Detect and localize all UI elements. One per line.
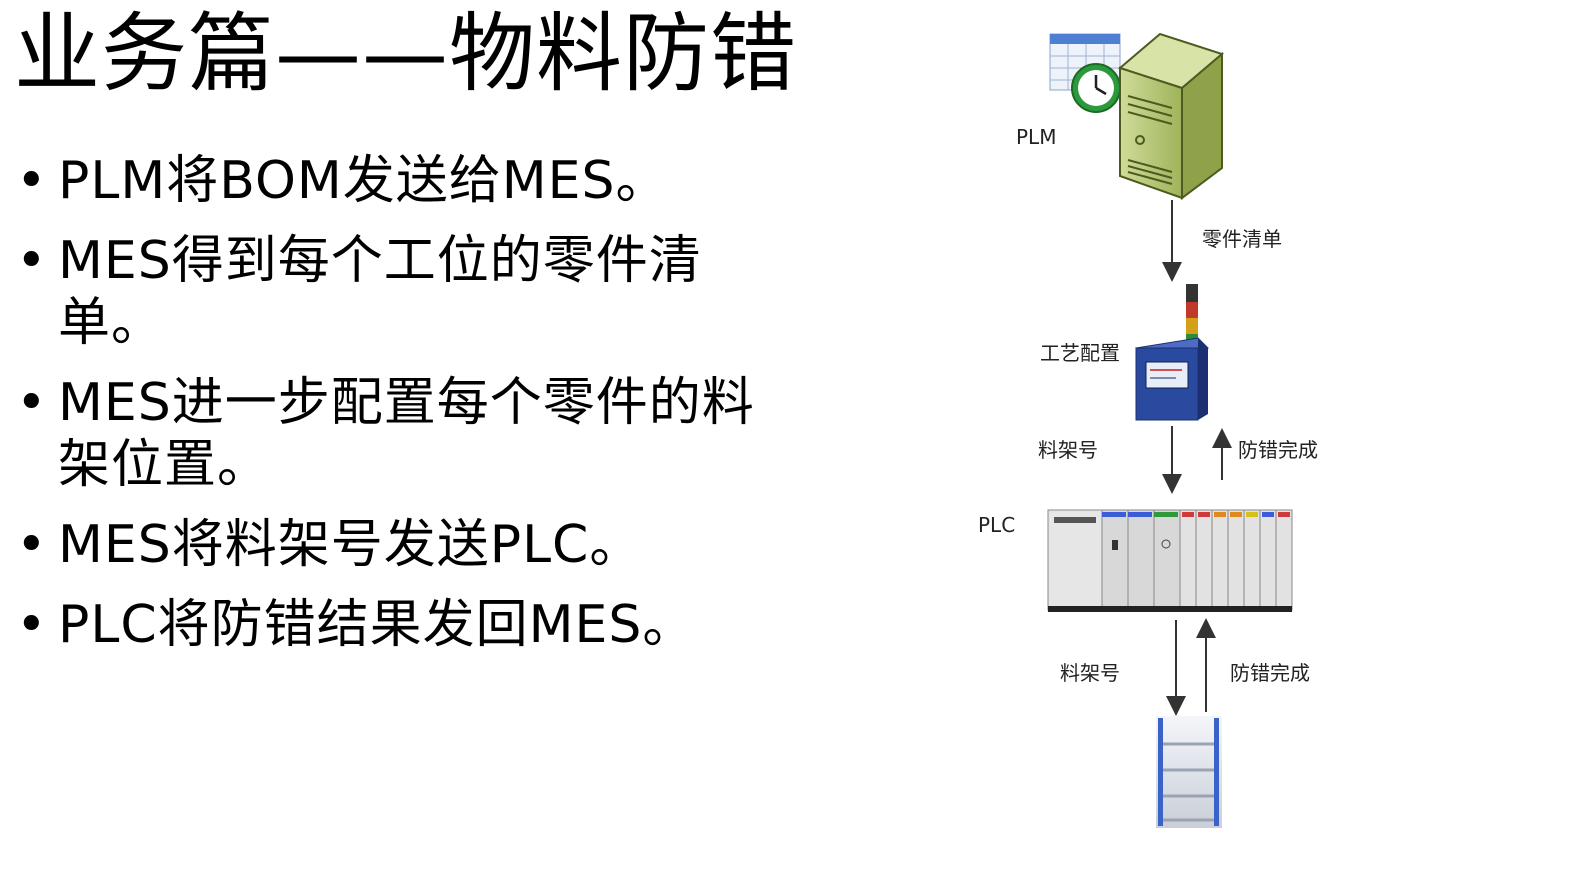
bullet-text: PLC将防错结果发回MES。: [58, 595, 696, 655]
bullet-item: •MES得到每个工位的零件清单。: [16, 230, 786, 354]
bullet-text: MES进一步配置每个零件的料架位置。: [58, 373, 755, 495]
edge-label-done-1: 防错完成: [1238, 438, 1318, 462]
bullet-item: •MES将料架号发送PLC。: [16, 514, 786, 576]
plm-label: PLM: [1016, 125, 1056, 149]
slide-title: 业务篇——物料防错: [14, 4, 797, 104]
bullet-dot: •: [16, 595, 48, 655]
edge-label-done-2: 防错完成: [1230, 661, 1310, 685]
server-icon: [1117, 32, 1225, 200]
bullet-text: MES得到每个工位的零件清单。: [58, 231, 702, 353]
bullet-list: •PLM将BOM发送给MES。 •MES得到每个工位的零件清单。 •MES进一步…: [16, 150, 786, 674]
bullet-item: •PLM将BOM发送给MES。: [16, 150, 786, 212]
plc-icon: [1047, 509, 1293, 612]
bullet-text: MES将料架号发送PLC。: [58, 515, 643, 575]
edge-label-rack-no-1: 料架号: [1038, 438, 1098, 462]
bullet-dot: •: [16, 231, 48, 291]
material-error-proofing-diagram: PLM 零件清单 工艺配置 料架号 防错完成: [978, 32, 1318, 828]
bullet-dot: •: [16, 151, 48, 211]
bullet-item: •PLC将防错结果发回MES。: [16, 594, 786, 656]
shelf-rack-icon: [1156, 716, 1222, 828]
edge-label-rack-no-2: 料架号: [1060, 661, 1120, 685]
edge-label-parts-list: 零件清单: [1202, 227, 1282, 251]
plc-label: PLC: [978, 513, 1015, 537]
bullet-dot: •: [16, 515, 48, 575]
terminal-icon: [1134, 284, 1210, 421]
bullet-dot: •: [16, 373, 48, 433]
bullet-text: PLM将BOM发送给MES。: [58, 151, 669, 211]
bullet-item: •MES进一步配置每个零件的料架位置。: [16, 372, 786, 496]
process-config-label: 工艺配置: [1040, 341, 1120, 365]
calendar-clock-icon: [1049, 33, 1121, 113]
